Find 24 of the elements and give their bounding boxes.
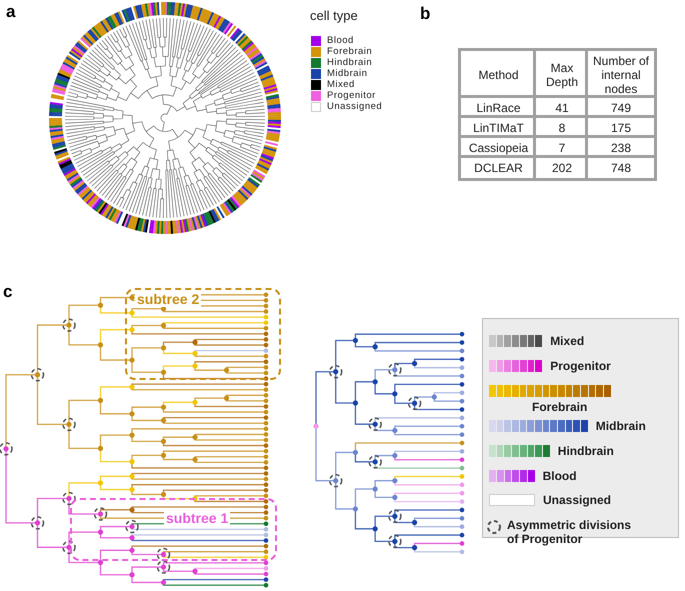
value-text: 748 <box>585 155 657 181</box>
legend-label: Progenitor <box>550 359 611 373</box>
legend-label: Unassigned <box>327 101 382 112</box>
legend-label: Asymmetric divisions of Progenitor <box>507 518 632 546</box>
subtree-label: subtree 2 <box>135 291 202 307</box>
legend-label: Mixed <box>327 79 355 90</box>
legend-label: Blood <box>542 469 577 483</box>
subtree-outline <box>70 498 277 561</box>
legend-label: Hindbrain <box>327 57 372 68</box>
legend-label: Progenitor <box>327 90 376 101</box>
legend-label: Forebrain <box>327 46 372 57</box>
subtree-label: subtree 1 <box>164 510 230 526</box>
subtree-outline <box>125 288 281 380</box>
legend-label: Forebrain <box>532 400 588 414</box>
legend-label: Hindbrain <box>558 444 614 458</box>
legend-label: Blood <box>327 35 354 46</box>
panel-letter: b <box>420 4 430 24</box>
panel-letter: a <box>6 2 16 22</box>
panel-letter: c <box>3 282 12 302</box>
legend-label: Midbrain <box>596 419 646 433</box>
legend-label: Unassigned <box>543 493 612 507</box>
legend-label: Mixed <box>550 334 584 348</box>
legend-label: Midbrain <box>327 68 368 79</box>
legend-title: cell type <box>310 8 358 23</box>
